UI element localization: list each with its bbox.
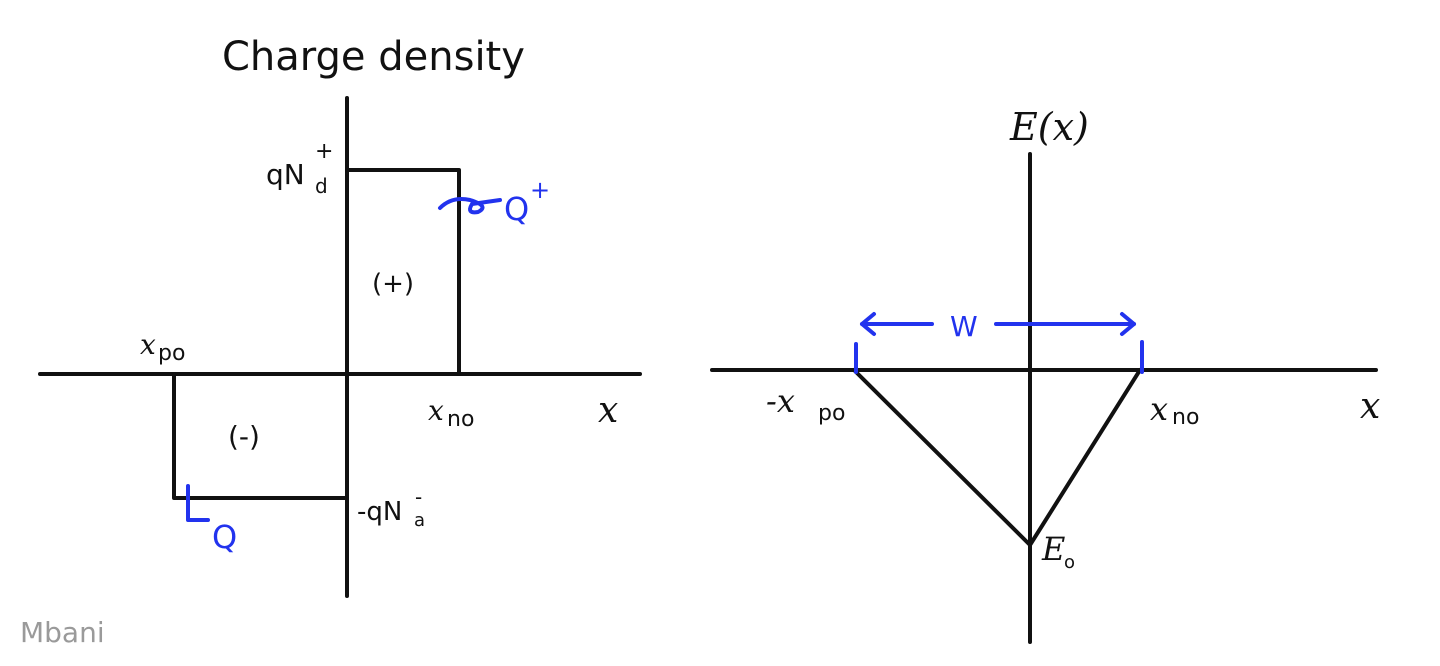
field-profile [852, 368, 1142, 547]
svg-text:o: o [1064, 552, 1075, 573]
electric-field-plot: E(x) W -x po x no x E o [710, 105, 1380, 644]
xpo-label: x po [140, 328, 185, 366]
svg-text:a: a [414, 510, 425, 531]
svg-text:-x: -x [766, 382, 795, 420]
svg-text:po: po [818, 401, 845, 426]
svg-text:po: po [158, 341, 185, 366]
svg-text:E: E [1041, 530, 1065, 568]
peak-field-label: E o [1041, 530, 1075, 573]
svg-text:+: + [530, 176, 550, 204]
svg-text:x: x [428, 394, 444, 427]
svg-text:no: no [1172, 405, 1199, 430]
watermark: Mbani [20, 616, 105, 649]
donor-level-label: qN d + [266, 139, 333, 198]
svg-text:no: no [447, 407, 474, 432]
negative-charge-block [172, 372, 349, 500]
electric-field-title: E(x) [1009, 105, 1089, 149]
svg-text:+: + [315, 139, 333, 164]
left-x-axis-label: x [598, 390, 618, 431]
svg-text:Q: Q [504, 190, 529, 228]
right-x-axis-label: x [1360, 386, 1380, 427]
svg-text:x: x [140, 328, 156, 361]
acceptor-level-label: -qN a - [357, 485, 425, 531]
negative-region-label: (-) [228, 420, 260, 453]
neg-xpo-label: -x po [766, 382, 845, 426]
width-arrowhead-right [1120, 312, 1136, 336]
positive-region-label: (+) [372, 269, 414, 299]
svg-text:x: x [1150, 390, 1168, 428]
svg-text:Q: Q [212, 518, 237, 556]
width-label: W [950, 310, 978, 343]
svg-text:-qN: -qN [357, 497, 402, 527]
svg-text:qN: qN [266, 158, 305, 191]
xno-label: x no [428, 394, 474, 432]
width-annotation: W [854, 310, 1144, 374]
right-xno-label: x no [1150, 390, 1199, 430]
positive-charge-block [345, 168, 461, 376]
charge-density-plot: Charge density qN d + -qN a - x po x no [38, 34, 642, 598]
q-plus-pointer [438, 197, 502, 215]
width-arrowhead-left [860, 312, 876, 336]
charge-density-title: Charge density [222, 34, 525, 80]
q-minus-pointer [186, 484, 210, 522]
svg-text:-: - [415, 485, 422, 509]
q-minus-annotation: Q [186, 484, 237, 556]
svg-text:d: d [315, 174, 328, 198]
q-plus-annotation: Q + [438, 176, 550, 228]
